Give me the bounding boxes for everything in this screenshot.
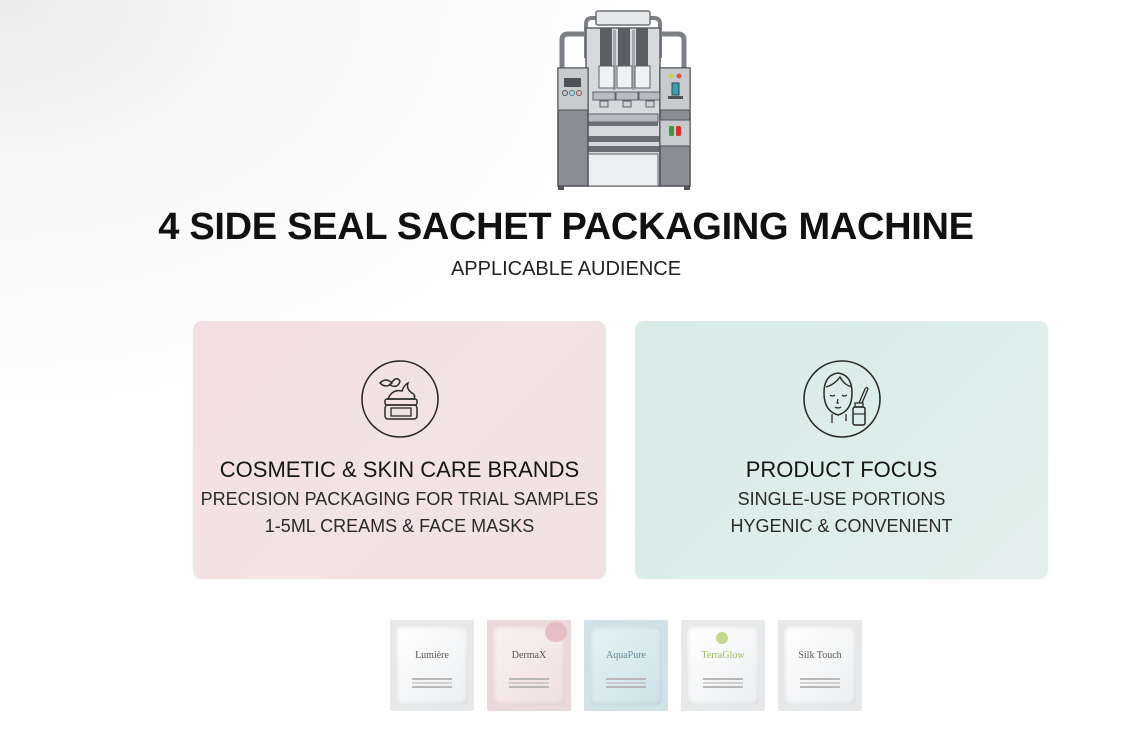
sachet-sample: AquaPure: [584, 620, 668, 711]
packaging-machine-icon: [557, 10, 691, 190]
sachet-sample: Silk Touch: [778, 620, 862, 711]
leaf-logo-icon: [716, 632, 728, 644]
face-serum-dropper-icon: [802, 359, 882, 439]
card-line: SINGLE-USE PORTIONS: [737, 489, 946, 509]
page-title: 4 SIDE SEAL SACHET PACKAGING MACHINE: [158, 206, 974, 248]
sachet-sample: Lumière: [390, 620, 474, 711]
card-line: PRECISION PACKAGING FOR TRIAL SAMPLES: [200, 489, 599, 509]
sachet-brand: Lumière: [415, 650, 449, 661]
sachet-brand: DermaX: [511, 650, 547, 661]
sachet-pouch: [396, 626, 468, 705]
card-line: HYGENIC & CONVENIENT: [730, 516, 953, 536]
card-heading: COSMETIC & SKIN CARE BRANDS: [219, 457, 580, 482]
card-heading: PRODUCT FOCUS: [745, 457, 938, 482]
page-subtitle: APPLICABLE AUDIENCE: [450, 258, 682, 280]
audience-card-product-focus: PRODUCT FOCUS SINGLE-USE PORTIONS HYGENI…: [635, 321, 1048, 579]
sachet-sample: DermaX: [487, 620, 571, 711]
sachet-pouch: [590, 626, 662, 705]
card-line: 1-5ML CREAMS & FACE MASKS: [264, 516, 535, 536]
audience-card-cosmetic: COSMETIC & SKIN CARE BRANDS PRECISION PA…: [193, 321, 606, 579]
packaging-machine-illustration: [548, 8, 698, 190]
sachet-sample: TerraGlow: [681, 620, 765, 711]
sachet-brand: Silk Touch: [798, 650, 842, 661]
cream-jar-leaf-icon: [360, 359, 440, 439]
sachet-brand: AquaPure: [606, 650, 646, 661]
sachet-samples-row: Lumière DermaX AquaPure TerraGlow Silk T…: [390, 620, 862, 712]
sachet-brand: TerraGlow: [701, 650, 745, 661]
sachet-pouch: [784, 626, 856, 705]
flower-decoration-icon: [545, 622, 567, 642]
